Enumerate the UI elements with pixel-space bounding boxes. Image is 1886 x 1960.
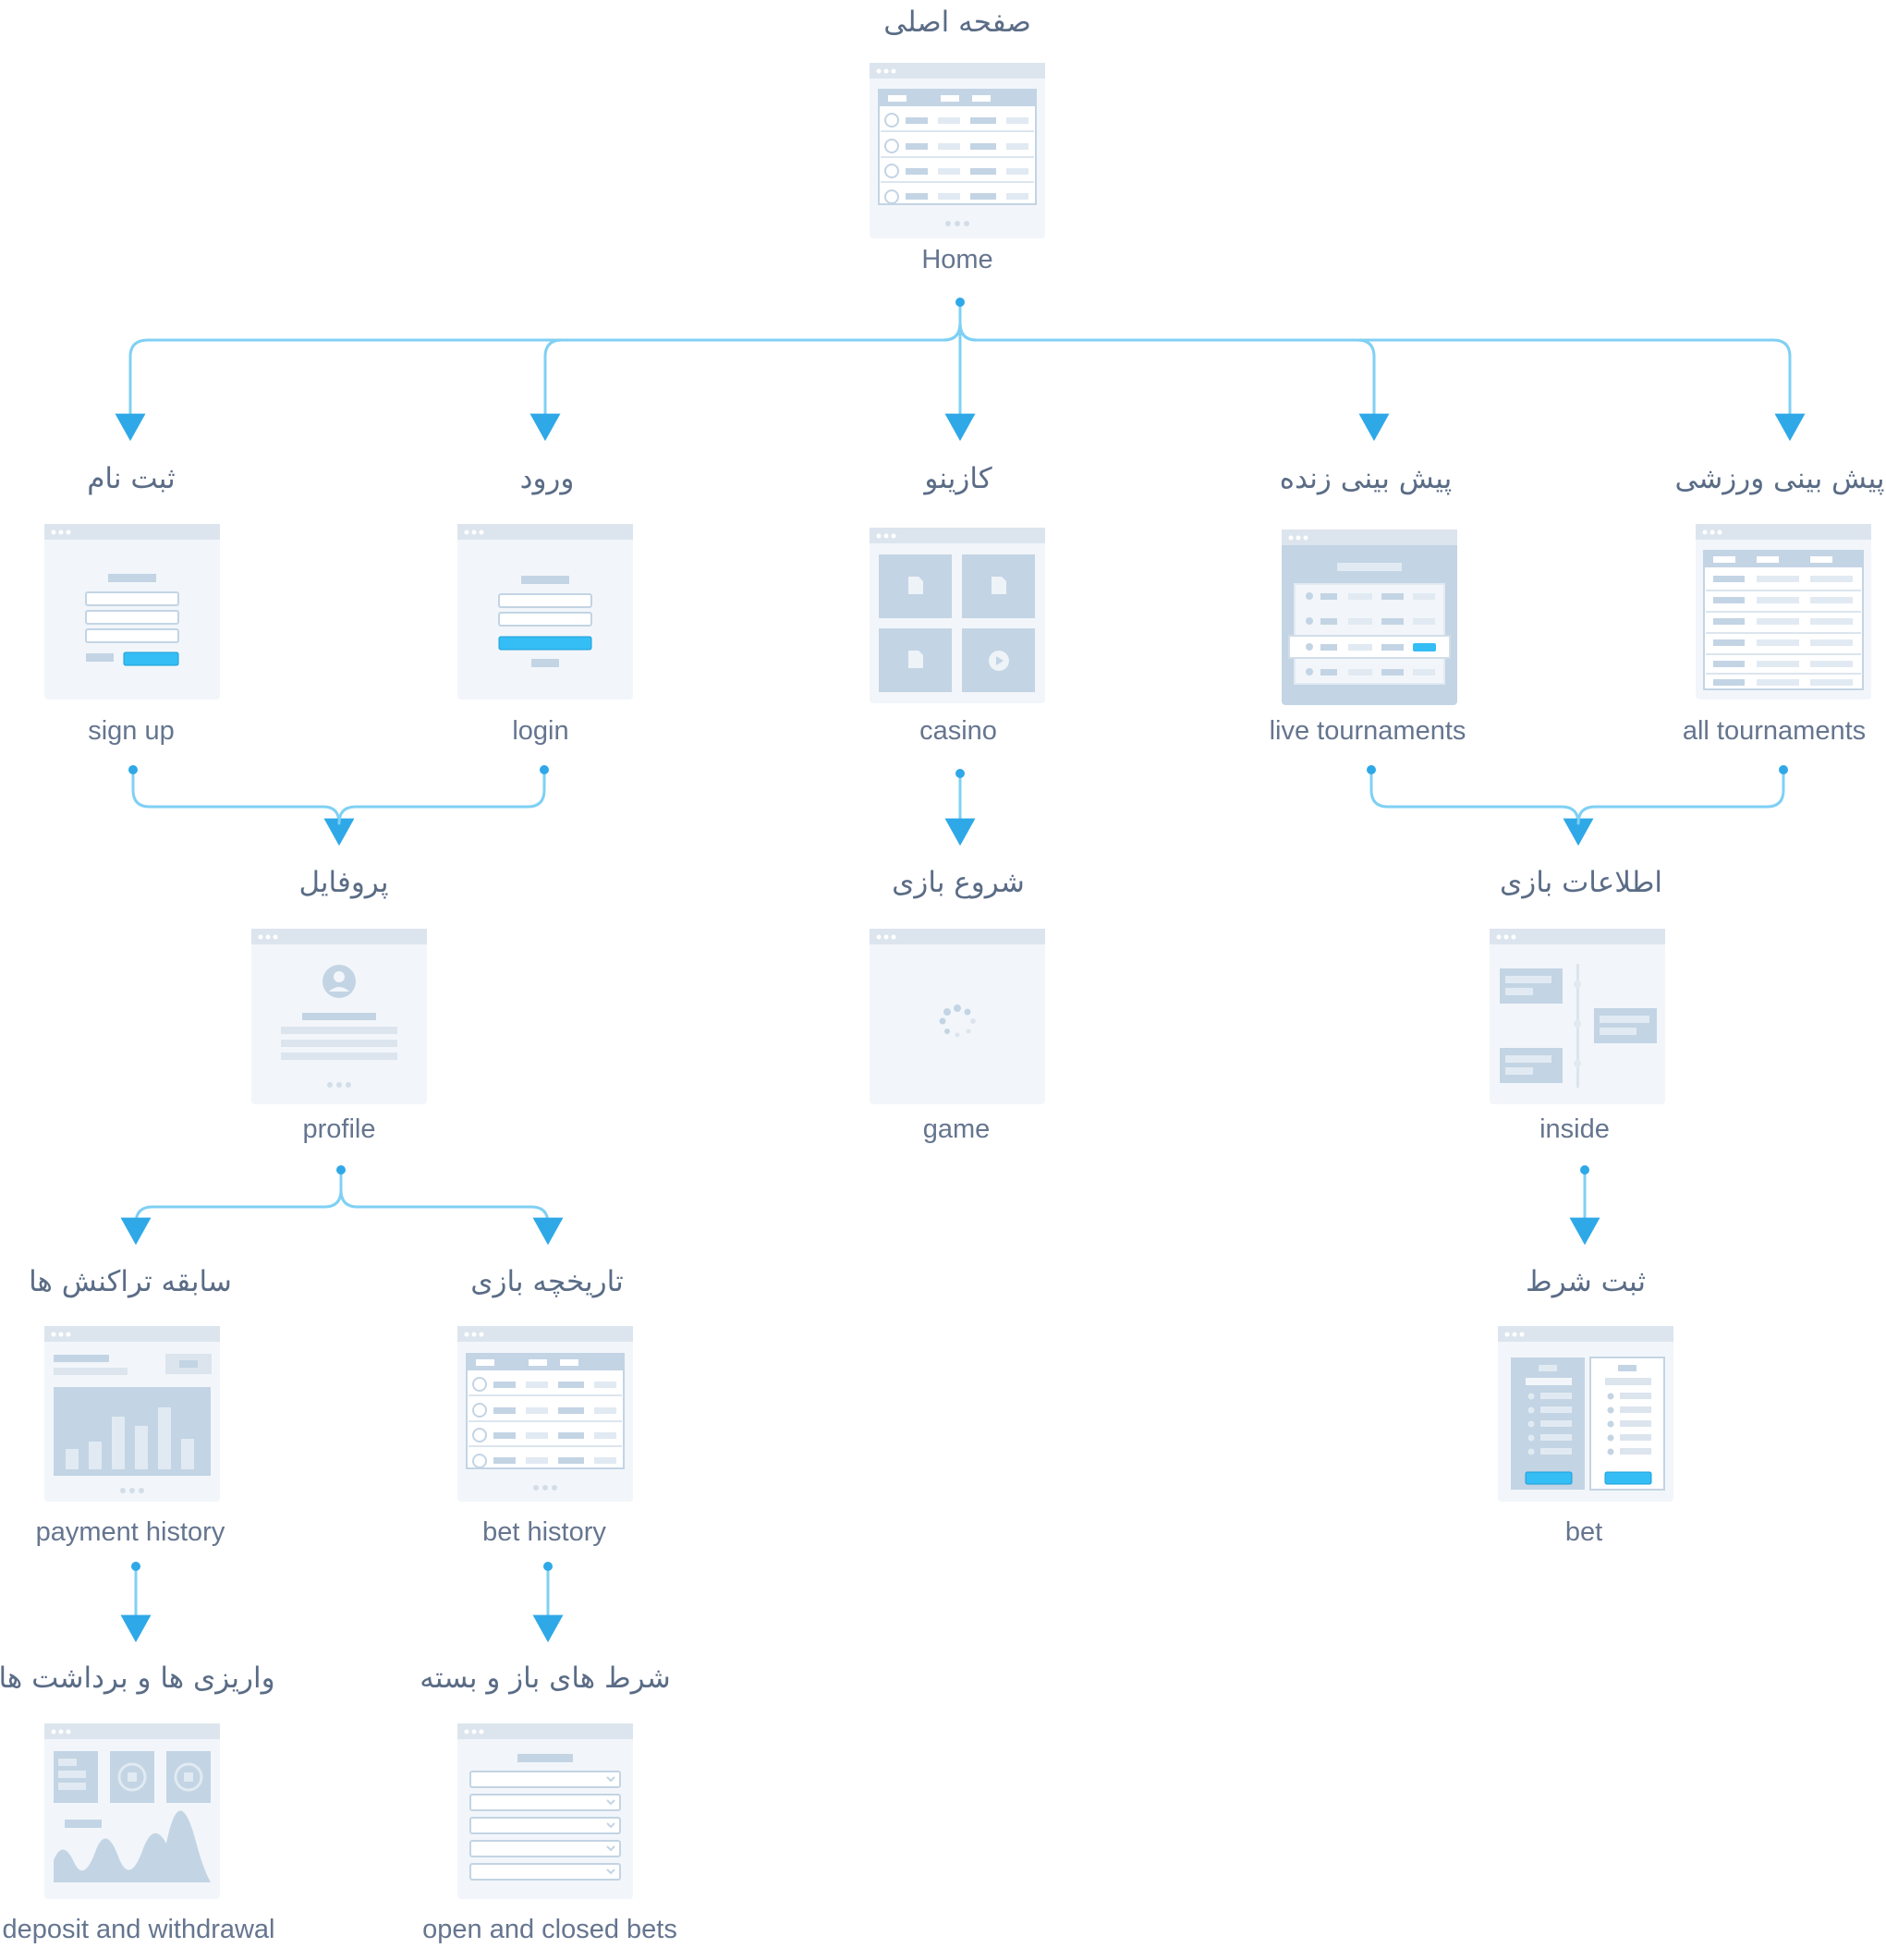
dot-inside: [1580, 1165, 1589, 1175]
node-title-home: صفحه اصلی: [883, 6, 1031, 39]
connector-live-inside: [1369, 768, 1594, 846]
node-title-inside: اطلاعات بازی: [1500, 866, 1662, 899]
node-label-profile: profile: [303, 1114, 376, 1144]
node-title-signup: ثبت نام: [87, 462, 176, 495]
node-label-login: login: [512, 716, 568, 746]
node-label-deposit: deposit and withdrawal: [2, 1915, 274, 1944]
node-title-profile: پروفایل: [298, 866, 388, 899]
node-label-bethistory: bet history: [482, 1517, 606, 1547]
node-label-payment: payment history: [36, 1517, 225, 1547]
node-label-live: live tournaments: [1270, 716, 1466, 746]
node-login[interactable]: ورود login: [457, 462, 633, 746]
node-payment[interactable]: سابقه تراکنش ها payment history: [29, 1265, 232, 1547]
connector-login-profile: [337, 768, 546, 825]
wireframe-login: [457, 524, 633, 700]
node-live[interactable]: پیش بینی زنده live tournaments: [1270, 462, 1466, 746]
dot-bethistory: [543, 1562, 553, 1571]
dot-signup: [128, 765, 138, 774]
dot-home: [955, 298, 965, 307]
node-label-openclosed: open and closed bets: [422, 1915, 677, 1944]
wireframe-live: [1282, 530, 1457, 705]
dot-casino: [955, 769, 965, 778]
node-label-home: Home: [921, 245, 992, 274]
connector-profile-bethistory: [339, 1188, 564, 1246]
node-home[interactable]: صفحه اصلی Home: [870, 6, 1045, 274]
node-title-login: ورود: [520, 462, 575, 495]
connector-home-all: [958, 322, 1806, 442]
dot-payment: [131, 1562, 140, 1571]
wireframe-bet: [1498, 1326, 1673, 1502]
node-title-live: پیش بینی زنده: [1280, 462, 1453, 495]
dot-profile: [336, 1165, 346, 1175]
dot-all: [1779, 765, 1788, 774]
connector-all-inside: [1576, 768, 1785, 825]
node-label-bet: bet: [1565, 1517, 1602, 1547]
wireframe-bethistory: [457, 1326, 633, 1502]
wireframe-deposit: [44, 1723, 220, 1899]
node-casino[interactable]: کازینو casino: [870, 462, 1045, 746]
connector-profile-payment: [120, 1168, 343, 1246]
node-title-bethistory: تاریخچه بازی: [470, 1265, 623, 1298]
node-label-all: all tournaments: [1683, 716, 1866, 746]
wireframe-signup: [44, 524, 220, 700]
node-signup[interactable]: ثبت نام sign up: [44, 462, 220, 746]
dot-live: [1367, 765, 1376, 774]
node-game[interactable]: شروع بازی game: [870, 866, 1045, 1144]
node-label-signup: sign up: [88, 716, 175, 746]
wireframe-payment: [44, 1326, 220, 1502]
dot-login: [540, 765, 549, 774]
node-title-deposit: واریزی ها و برداشت ها: [0, 1662, 275, 1695]
node-title-game: شروع بازی: [892, 866, 1025, 899]
node-deposit[interactable]: واریزی ها و برداشت ها deposit and withdr…: [0, 1662, 275, 1944]
node-label-game: game: [923, 1114, 991, 1144]
node-all[interactable]: پیش بینی ورزشی all tournaments: [1674, 462, 1884, 746]
wireframe-home: [870, 63, 1045, 238]
connectors: [115, 300, 1806, 1643]
node-title-bet: ثبت شرط: [1526, 1265, 1646, 1298]
node-title-casino: کازینو: [922, 462, 992, 495]
connector-home-login: [529, 322, 962, 442]
wireframe-game: [870, 929, 1045, 1104]
wireframe-inside: [1490, 929, 1665, 1104]
node-label-casino: casino: [919, 716, 997, 746]
node-bethistory[interactable]: تاریخچه بازی bet history: [457, 1265, 633, 1547]
wireframe-all: [1696, 524, 1871, 700]
connector-signup-profile: [131, 768, 355, 846]
wireframe-openclosed: [457, 1723, 633, 1899]
node-title-openclosed: شرط های باز و بسته: [420, 1662, 671, 1695]
node-openclosed[interactable]: شرط های باز و بسته open and closed bets: [420, 1662, 677, 1944]
wireframe-casino: [870, 528, 1045, 703]
node-title-payment: سابقه تراکنش ها: [29, 1265, 232, 1298]
node-label-inside: inside: [1539, 1114, 1610, 1144]
node-title-all: پیش بینی ورزشی: [1674, 462, 1884, 495]
spinner-icon: [939, 1004, 976, 1038]
node-bet[interactable]: ثبت شرط bet: [1498, 1265, 1673, 1547]
node-profile[interactable]: پروفایل profile: [251, 866, 427, 1144]
node-inside[interactable]: اطلاعات بازی inside: [1490, 866, 1665, 1144]
wireframe-profile: [251, 929, 427, 1104]
connector-start-dots: [128, 298, 1788, 1571]
